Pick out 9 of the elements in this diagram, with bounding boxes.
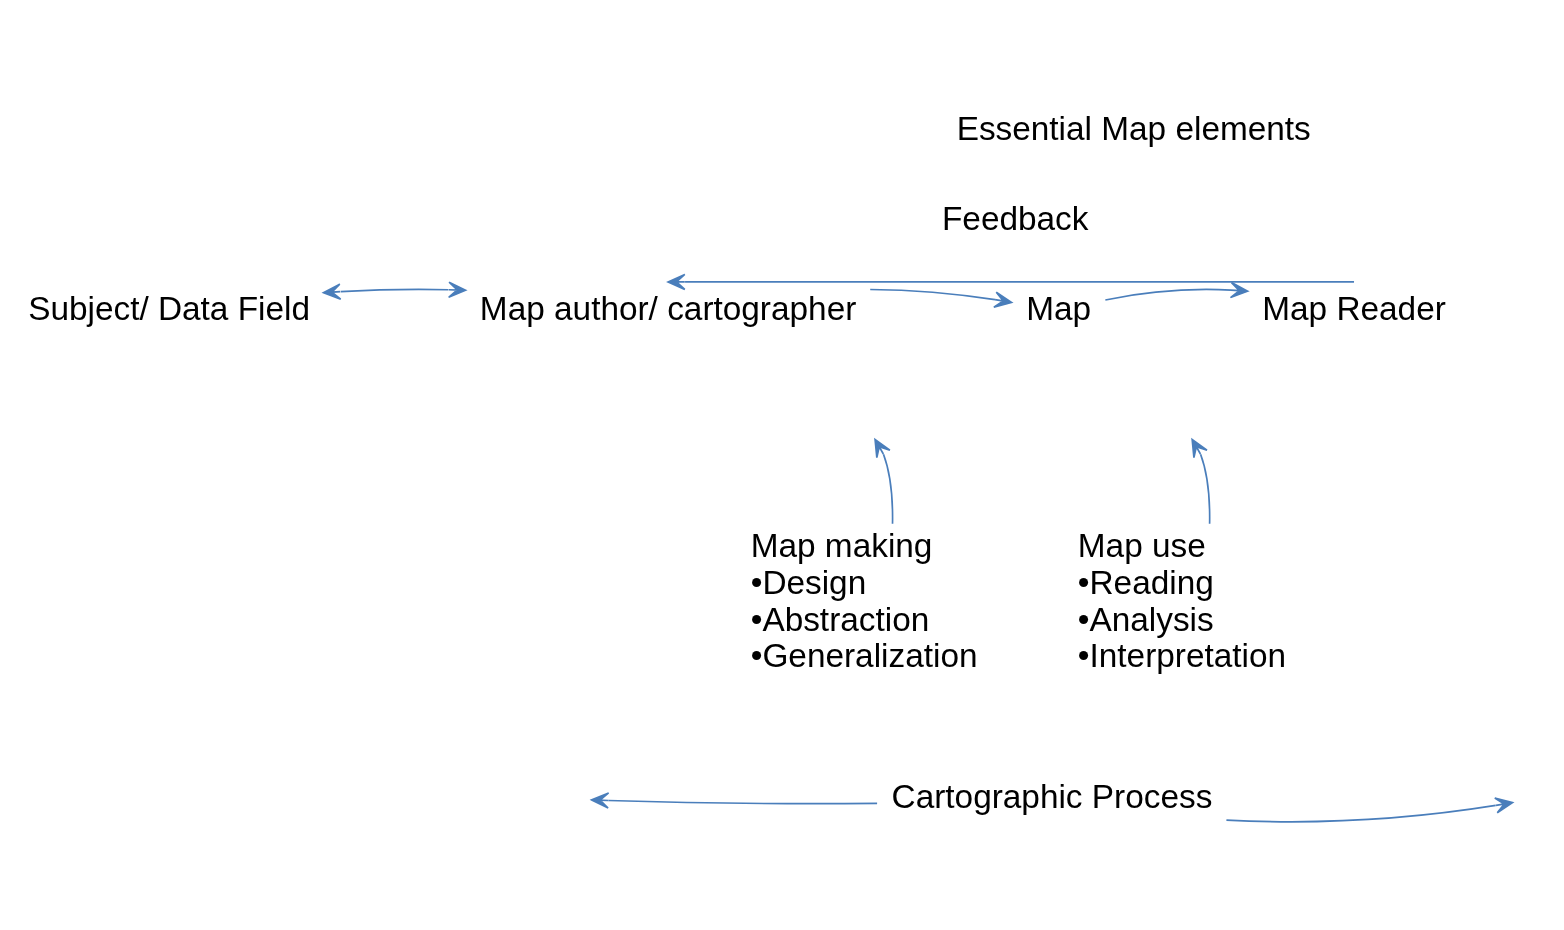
- node-text: Map: [1026, 289, 1092, 327]
- node-text: Cartographic Process: [891, 777, 1213, 815]
- node-text: Map Reader: [1262, 289, 1446, 327]
- edge-label: Feedback: [941, 199, 1089, 237]
- node-text: Map use •Reading •Analysis •Interpretation: [1077, 526, 1287, 674]
- label: Essential Map elements: [956, 109, 1311, 147]
- node-text: Map author/ cartographer: [479, 289, 857, 327]
- node-text: Map making •Design •Abstraction •Generalization: [750, 526, 978, 674]
- node-text: Subject/ Data Field: [28, 289, 311, 327]
